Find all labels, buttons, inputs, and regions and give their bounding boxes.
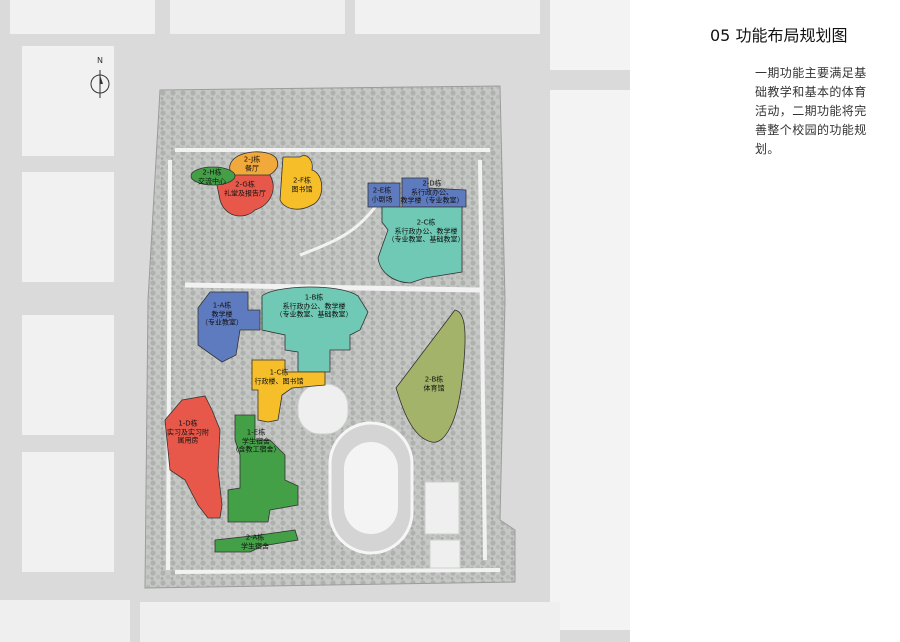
site-plan-map: N 2-H栋 交流中心 2-J栋 餐厅 2-G栋 礼堂及报告厅 2-F栋 图书馆… xyxy=(0,0,630,642)
site-plan-svg xyxy=(0,0,630,642)
label-2-f-code: 2-F栋 xyxy=(292,176,311,185)
label-2-e-name: 小剧场 xyxy=(371,195,393,203)
label-1-b-name: 系行政办公、教学楼 xyxy=(282,301,346,310)
compass-label: N xyxy=(97,56,103,65)
label-1-c-code: 1-C栋 xyxy=(269,368,289,377)
label-1-d-code: 1-D栋 xyxy=(178,419,198,428)
label-building-1-b: 1-B栋 系行政办公、教学楼 （专业教室、基础教室） xyxy=(276,293,353,319)
building-2-a[interactable] xyxy=(214,529,299,553)
building-2-e[interactable] xyxy=(367,182,401,208)
label-2-e-code: 2-E栋 xyxy=(372,186,392,195)
label-2-a-name: 学生宿舍 xyxy=(241,542,269,550)
label-building-2-h: 2-H栋 交流中心 xyxy=(198,169,226,186)
label-2-c-code: 2-C栋 xyxy=(416,218,436,227)
label-2-j-name: 餐厅 xyxy=(245,164,259,172)
building-2-g[interactable] xyxy=(214,174,274,217)
label-2-d-code: 2-D栋 xyxy=(422,179,442,188)
label-building-2-a: 2-A栋 学生宿舍 xyxy=(241,534,269,551)
label-building-1-c: 1-C栋 行政楼、图书馆 xyxy=(255,369,304,386)
building-1-b[interactable] xyxy=(261,286,369,373)
building-1-c[interactable] xyxy=(251,359,326,423)
label-2-j-code: 2-J栋 xyxy=(243,155,261,164)
label-building-2-g: 2-G栋 礼堂及报告厅 xyxy=(224,181,266,198)
building-1-d[interactable] xyxy=(164,395,223,519)
label-building-2-b: 2-B栋 体育馆 xyxy=(424,376,445,393)
page-title: 05 功能布局规划图 xyxy=(710,26,848,45)
courts xyxy=(297,383,461,569)
label-2-f-name: 图书馆 xyxy=(291,185,313,193)
label-building-2-d: 2-D栋 系行政办公、 教学楼（专业教室） xyxy=(401,179,464,205)
building-2-h[interactable] xyxy=(190,166,236,186)
label-building-1-a: 1-A栋 教学楼 （专业教室） xyxy=(201,301,243,327)
label-building-1-e: 1-E栋 学生宿舍 （含教工宿舍） xyxy=(232,428,281,454)
label-2-d-detail: 教学楼（专业教室） xyxy=(400,196,464,205)
label-building-2-j: 2-J栋 餐厅 xyxy=(244,156,260,173)
label-2-d-name: 系行政办公、 xyxy=(411,187,453,196)
internal-roads xyxy=(166,148,501,574)
label-1-d-name: 实习及实习附 xyxy=(167,427,209,436)
label-1-b-detail: （专业教室、基础教室） xyxy=(275,310,353,319)
label-1-e-detail: （含教工宿舍） xyxy=(231,445,281,454)
label-2-b-code: 2-B栋 xyxy=(424,375,444,384)
label-2-c-name: 系行政办公、教学楼 xyxy=(394,226,458,235)
label-2-a-code: 2-A栋 xyxy=(245,533,265,542)
label-building-1-d: 1-D栋 实习及实习附 属用房 xyxy=(167,419,209,445)
label-building-2-f: 2-F栋 图书馆 xyxy=(292,177,313,194)
building-1-a[interactable] xyxy=(197,291,261,363)
label-building-2-c: 2-C栋 系行政办公、教学楼 （专业教室、基础教室） xyxy=(388,218,465,244)
label-2-c-detail: （专业教室、基础教室） xyxy=(387,235,465,244)
label-2-h-code: 2-H栋 xyxy=(202,168,222,177)
label-1-c-name: 行政楼、图书馆 xyxy=(254,377,304,385)
label-2-h-name: 交流中心 xyxy=(198,177,226,185)
building-2-f[interactable] xyxy=(279,155,323,210)
label-1-e-code: 1-E栋 xyxy=(246,428,266,437)
building-2-c[interactable] xyxy=(377,206,463,284)
page-description: 一期功能主要满足基础教学和基本的体育活动，二期功能将完善整个校园的功能规划。 xyxy=(755,66,867,156)
building-2-b[interactable] xyxy=(395,309,466,443)
label-1-e-name: 学生宿舍 xyxy=(242,436,270,445)
running-track xyxy=(328,421,414,555)
label-1-a-detail: （专业教室） xyxy=(201,318,243,327)
label-2-b-name: 体育馆 xyxy=(423,384,445,392)
building-1-e[interactable] xyxy=(227,414,299,523)
label-2-g-name: 礼堂及报告厅 xyxy=(224,189,266,197)
label-1-a-code: 1-A栋 xyxy=(212,301,232,310)
label-1-b-code: 1-B栋 xyxy=(304,293,324,302)
label-1-a-name: 教学楼 xyxy=(211,309,233,318)
compass-icon xyxy=(90,70,110,98)
label-1-d-detail: 属用房 xyxy=(177,436,199,445)
north-arrow: N xyxy=(84,56,116,100)
label-building-2-e: 2-E栋 小剧场 xyxy=(372,187,393,204)
label-2-g-code: 2-G栋 xyxy=(235,180,255,189)
